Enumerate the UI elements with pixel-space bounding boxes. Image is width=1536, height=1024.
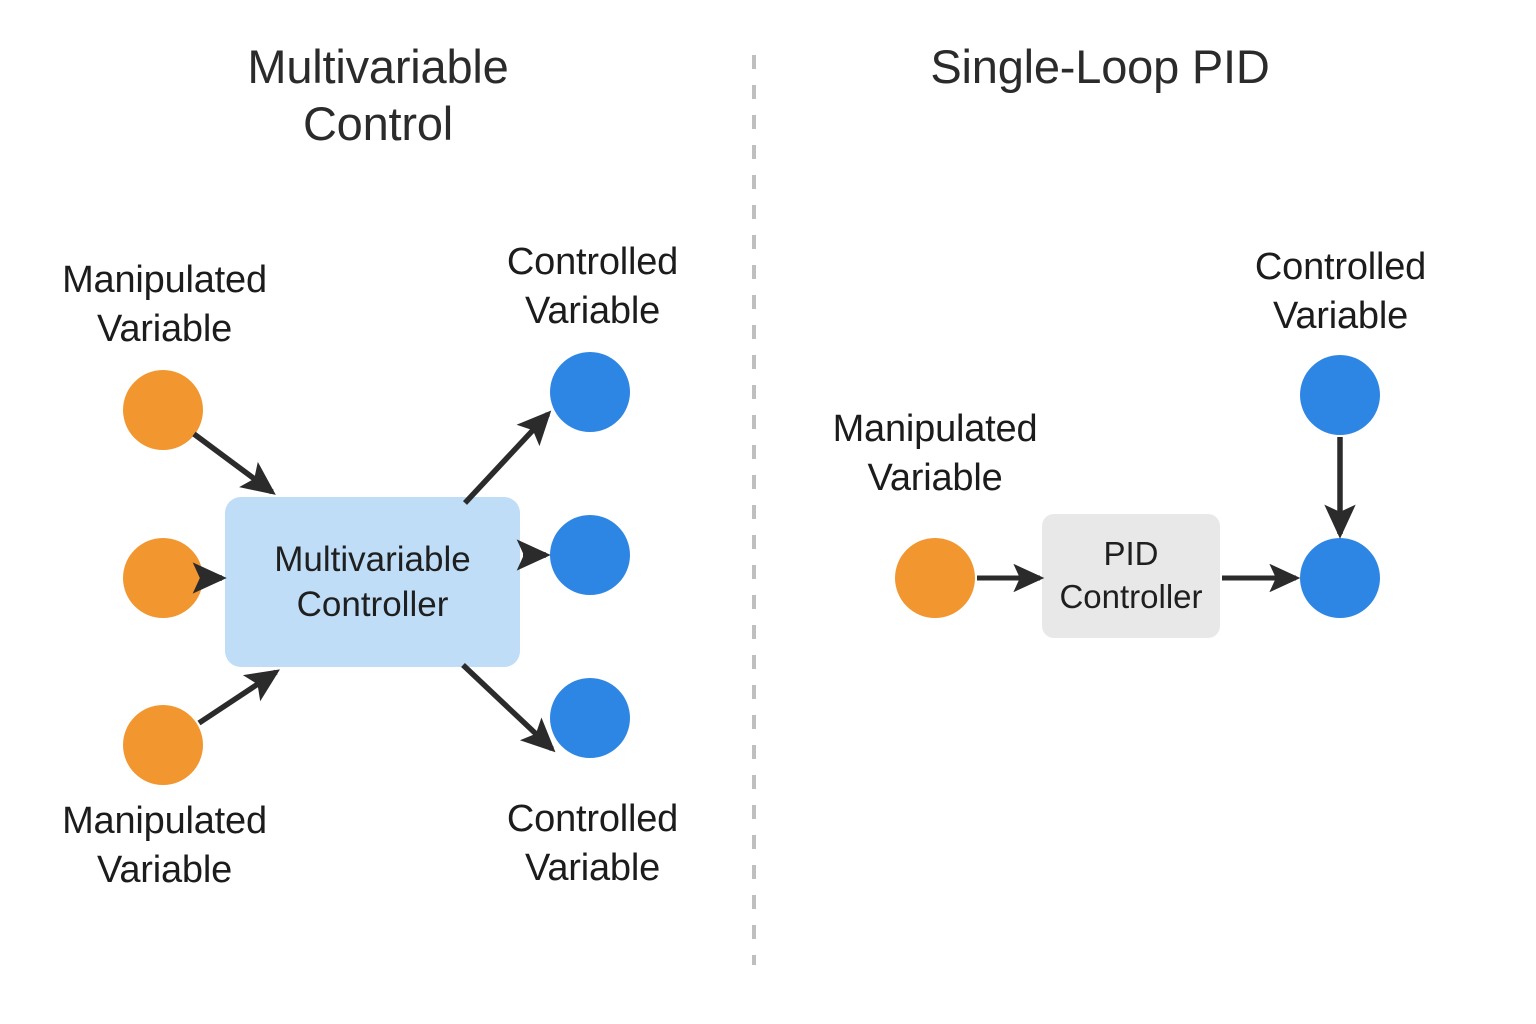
- pid-manipulated-variable-node[interactable]: [895, 538, 975, 618]
- controlled-variable-node-3[interactable]: [550, 678, 630, 758]
- manipulated-variable-node-3[interactable]: [123, 705, 203, 785]
- arrow-controller-to-cv1: [462, 410, 552, 505]
- label-controlled-variable-top: Controlled Variable: [506, 241, 679, 332]
- arrow-controller-to-cv3: [461, 663, 556, 753]
- pid-controller-box[interactable]: [1042, 514, 1220, 638]
- left-panel-title: Multivariable Control: [247, 40, 509, 151]
- controlled-variable-node-1[interactable]: [550, 352, 630, 432]
- manipulated-variable-node-2[interactable]: [123, 538, 203, 618]
- pid-controller-label: PID Controller: [1059, 535, 1203, 615]
- label-manipulated-variable-bottom: Manipulated Variable: [62, 800, 267, 891]
- manipulated-variable-node-1[interactable]: [123, 370, 203, 450]
- label-manipulated-variable-top: Manipulated Variable: [62, 259, 267, 350]
- label-pid-manipulated-variable: Manipulated Variable: [832, 408, 1038, 499]
- multivariable-controller-box[interactable]: [225, 497, 520, 667]
- label-pid-controlled-variable: Controlled Variable: [1254, 246, 1427, 337]
- arrow-mv1-to-controller: [192, 431, 276, 495]
- pid-controlled-variable-node-setpoint[interactable]: [1300, 355, 1380, 435]
- label-controlled-variable-bottom: Controlled Variable: [506, 798, 679, 889]
- right-panel-title: Single-Loop PID: [930, 40, 1270, 93]
- multivariable-controller-label: Multivariable Controller: [274, 539, 471, 625]
- controlled-variable-node-2[interactable]: [550, 515, 630, 595]
- pid-controlled-variable-node-output[interactable]: [1300, 538, 1380, 618]
- arrow-mv3-to-controller: [197, 669, 280, 726]
